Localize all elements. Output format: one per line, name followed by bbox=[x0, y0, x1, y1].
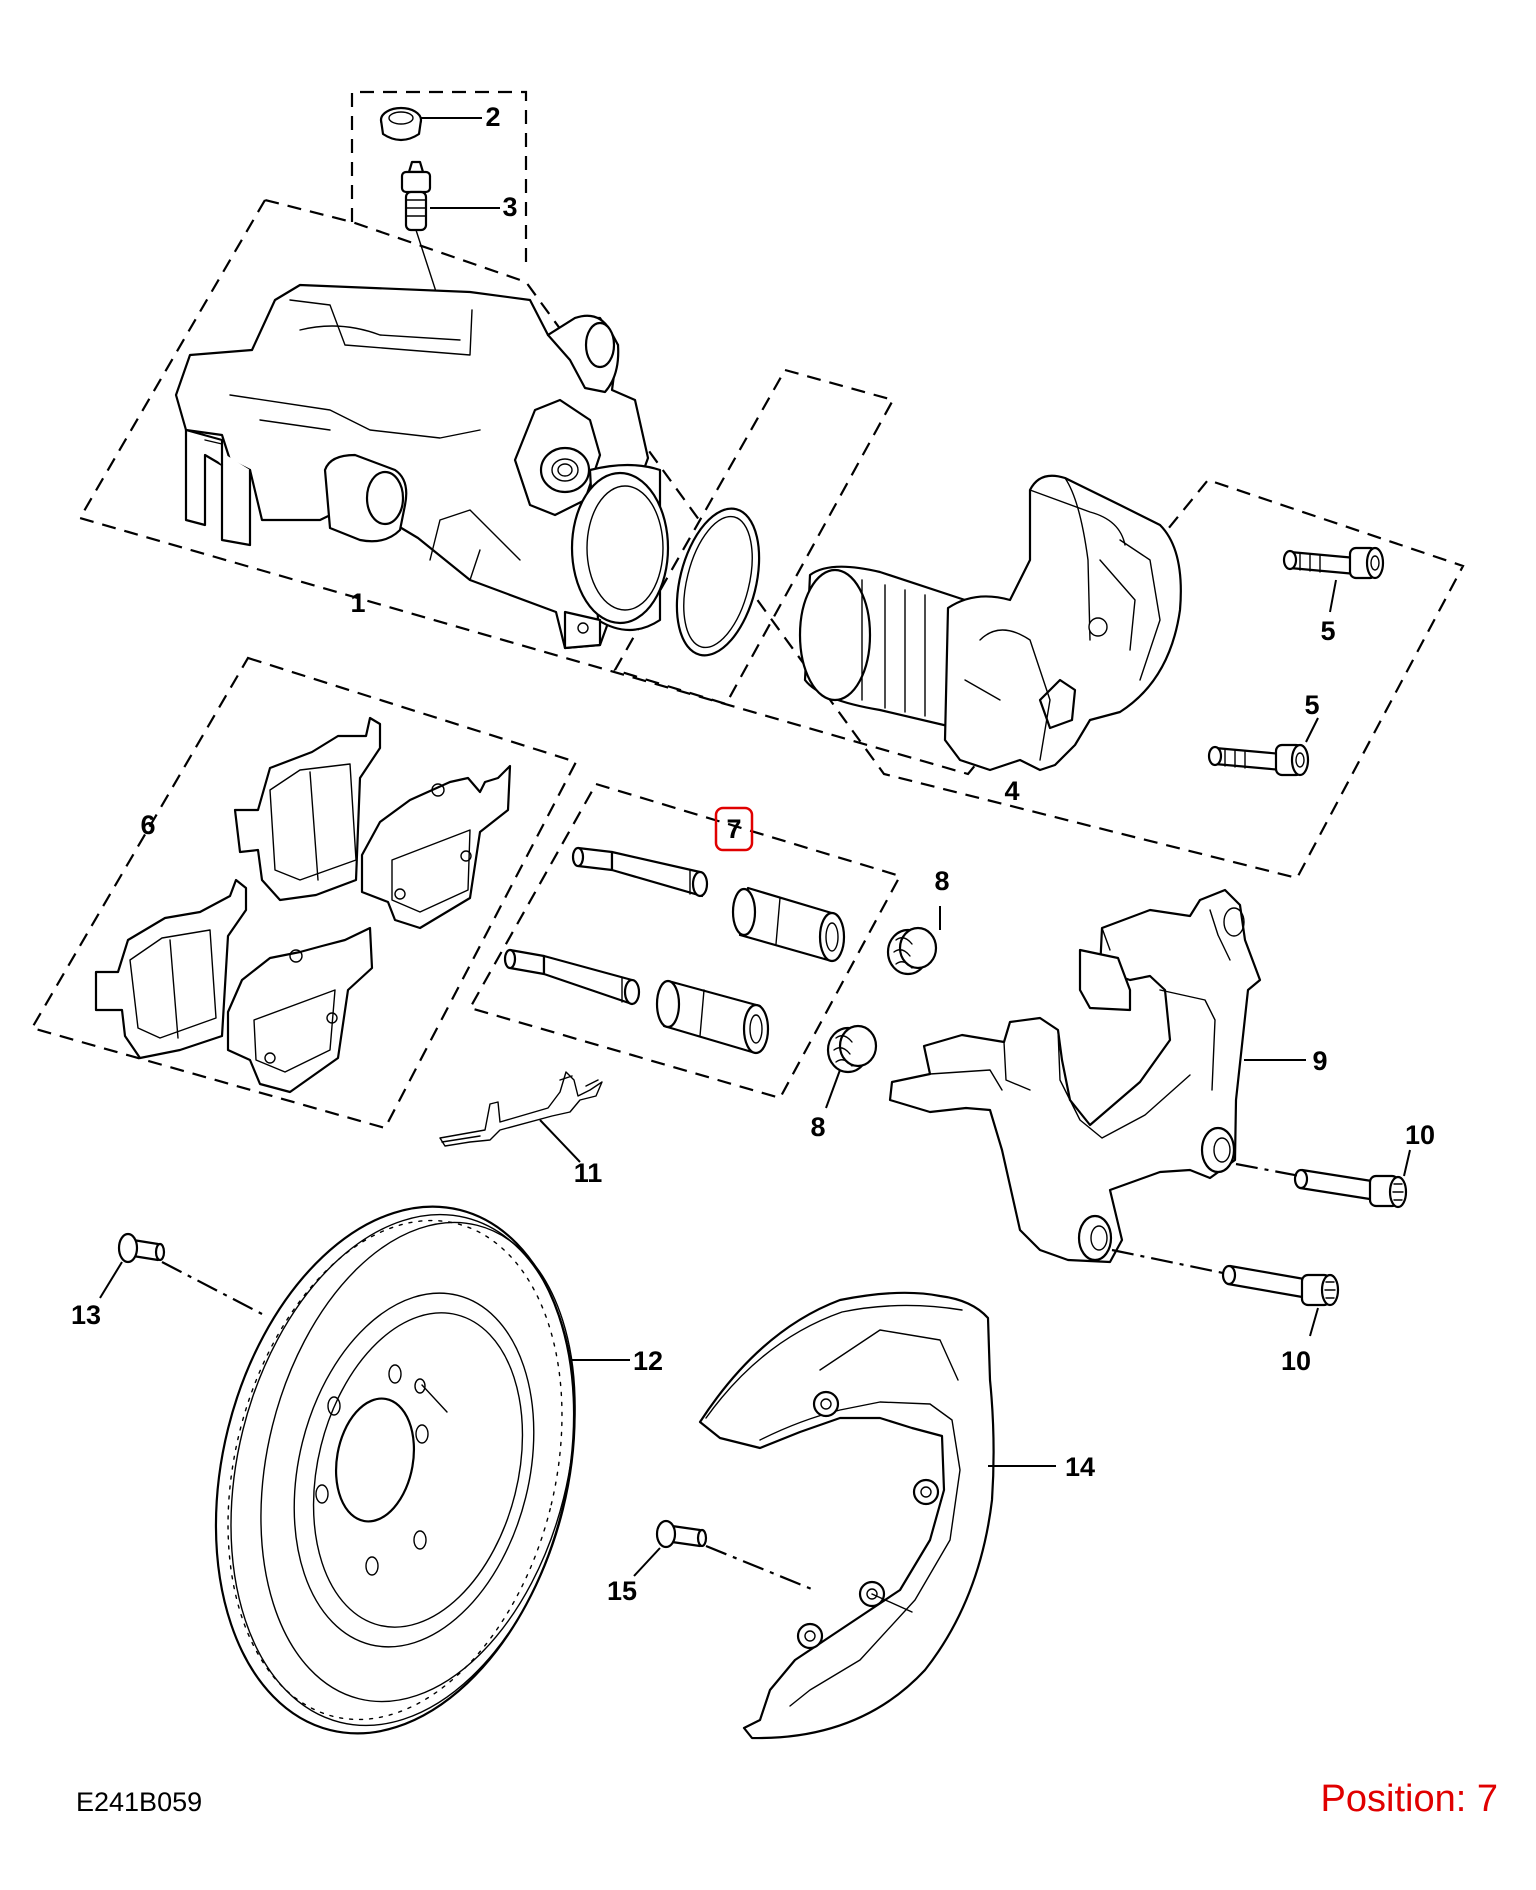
callout-4[interactable]: 4 bbox=[1004, 776, 1019, 806]
actuator-bolt-upper-part[interactable] bbox=[1282, 546, 1385, 580]
brake-pads-part[interactable] bbox=[94, 716, 512, 1094]
callout-10-upper[interactable]: 10 bbox=[1405, 1120, 1435, 1150]
splash-shield-part[interactable] bbox=[698, 1291, 995, 1740]
bleed-group-outline bbox=[350, 90, 528, 268]
pad-upper-left bbox=[233, 716, 382, 902]
guide-pin-upper bbox=[571, 846, 709, 898]
callout-9[interactable]: 9 bbox=[1312, 1046, 1327, 1076]
callout-2[interactable]: 2 bbox=[485, 102, 500, 132]
guide-pin-lower bbox=[503, 948, 641, 1006]
callout-15[interactable]: 15 bbox=[607, 1576, 637, 1606]
anti-rattle-spring-part[interactable] bbox=[439, 1071, 603, 1147]
caliper-carrier-bracket-part[interactable] bbox=[888, 888, 1262, 1264]
callout-3[interactable]: 3 bbox=[502, 192, 517, 222]
guide-pin-plug-upper-part[interactable] bbox=[886, 926, 938, 976]
pad-lower-right bbox=[226, 926, 374, 1094]
guide-sleeve-upper bbox=[731, 886, 846, 963]
callout-5-lower[interactable]: 5 bbox=[1304, 690, 1319, 720]
callout-13[interactable]: 13 bbox=[71, 1300, 101, 1330]
assembly-axes bbox=[161, 1162, 1301, 1592]
callout-6[interactable]: 6 bbox=[140, 810, 155, 840]
callout-labels: 1 2 3 4 5 5 6 7 8 8 9 10 10 11 12 13 14 … bbox=[71, 102, 1435, 1606]
caliper-housing-part[interactable] bbox=[174, 283, 670, 650]
callout-12[interactable]: 12 bbox=[633, 1346, 663, 1376]
selected-position-label: Position: 7 bbox=[1320, 1778, 1498, 1820]
guide-sleeve-lower bbox=[655, 979, 770, 1055]
group-outlines bbox=[30, 90, 1465, 1130]
guide-pin-kit-part[interactable] bbox=[503, 846, 846, 1055]
guide-pin-plug-lower-part[interactable] bbox=[826, 1024, 878, 1074]
disc-retaining-screw-part[interactable] bbox=[117, 1232, 166, 1264]
guide-pin-kit-outline bbox=[468, 782, 902, 1100]
piston-seal-ring-part[interactable] bbox=[663, 500, 773, 664]
callout-7[interactable]: 7 bbox=[726, 814, 741, 844]
brake-disc-part[interactable] bbox=[163, 1168, 626, 1771]
callout-5-upper[interactable]: 5 bbox=[1320, 616, 1335, 646]
diagram-reference-code: E241B059 bbox=[76, 1787, 203, 1817]
bracket-bolt-upper-part[interactable] bbox=[1293, 1168, 1408, 1209]
bleed-screw-part[interactable] bbox=[400, 160, 491, 459]
callout-10-lower[interactable]: 10 bbox=[1281, 1346, 1311, 1376]
pads-group-outline bbox=[30, 656, 578, 1130]
bracket-bolt-lower-part[interactable] bbox=[1221, 1264, 1340, 1307]
callout-8-upper[interactable]: 8 bbox=[934, 866, 949, 896]
callout-14[interactable]: 14 bbox=[1065, 1452, 1095, 1482]
callout-7-highlight bbox=[714, 806, 754, 852]
callout-8-lower[interactable]: 8 bbox=[810, 1112, 825, 1142]
leader-lines bbox=[99, 117, 1411, 1577]
pad-lower-left bbox=[94, 878, 248, 1060]
actuator-bolt-lower-part[interactable] bbox=[1207, 743, 1310, 777]
callout-1[interactable]: 1 bbox=[350, 588, 365, 618]
caliper-group-outline bbox=[78, 198, 1465, 880]
callout-11[interactable]: 11 bbox=[574, 1158, 603, 1188]
splash-shield-bolt-part[interactable] bbox=[655, 1519, 708, 1549]
seal-group-outline bbox=[613, 368, 895, 706]
dust-cap-part[interactable] bbox=[379, 106, 423, 142]
parking-brake-actuator-part[interactable] bbox=[798, 474, 1182, 772]
pad-upper-right bbox=[360, 764, 512, 930]
